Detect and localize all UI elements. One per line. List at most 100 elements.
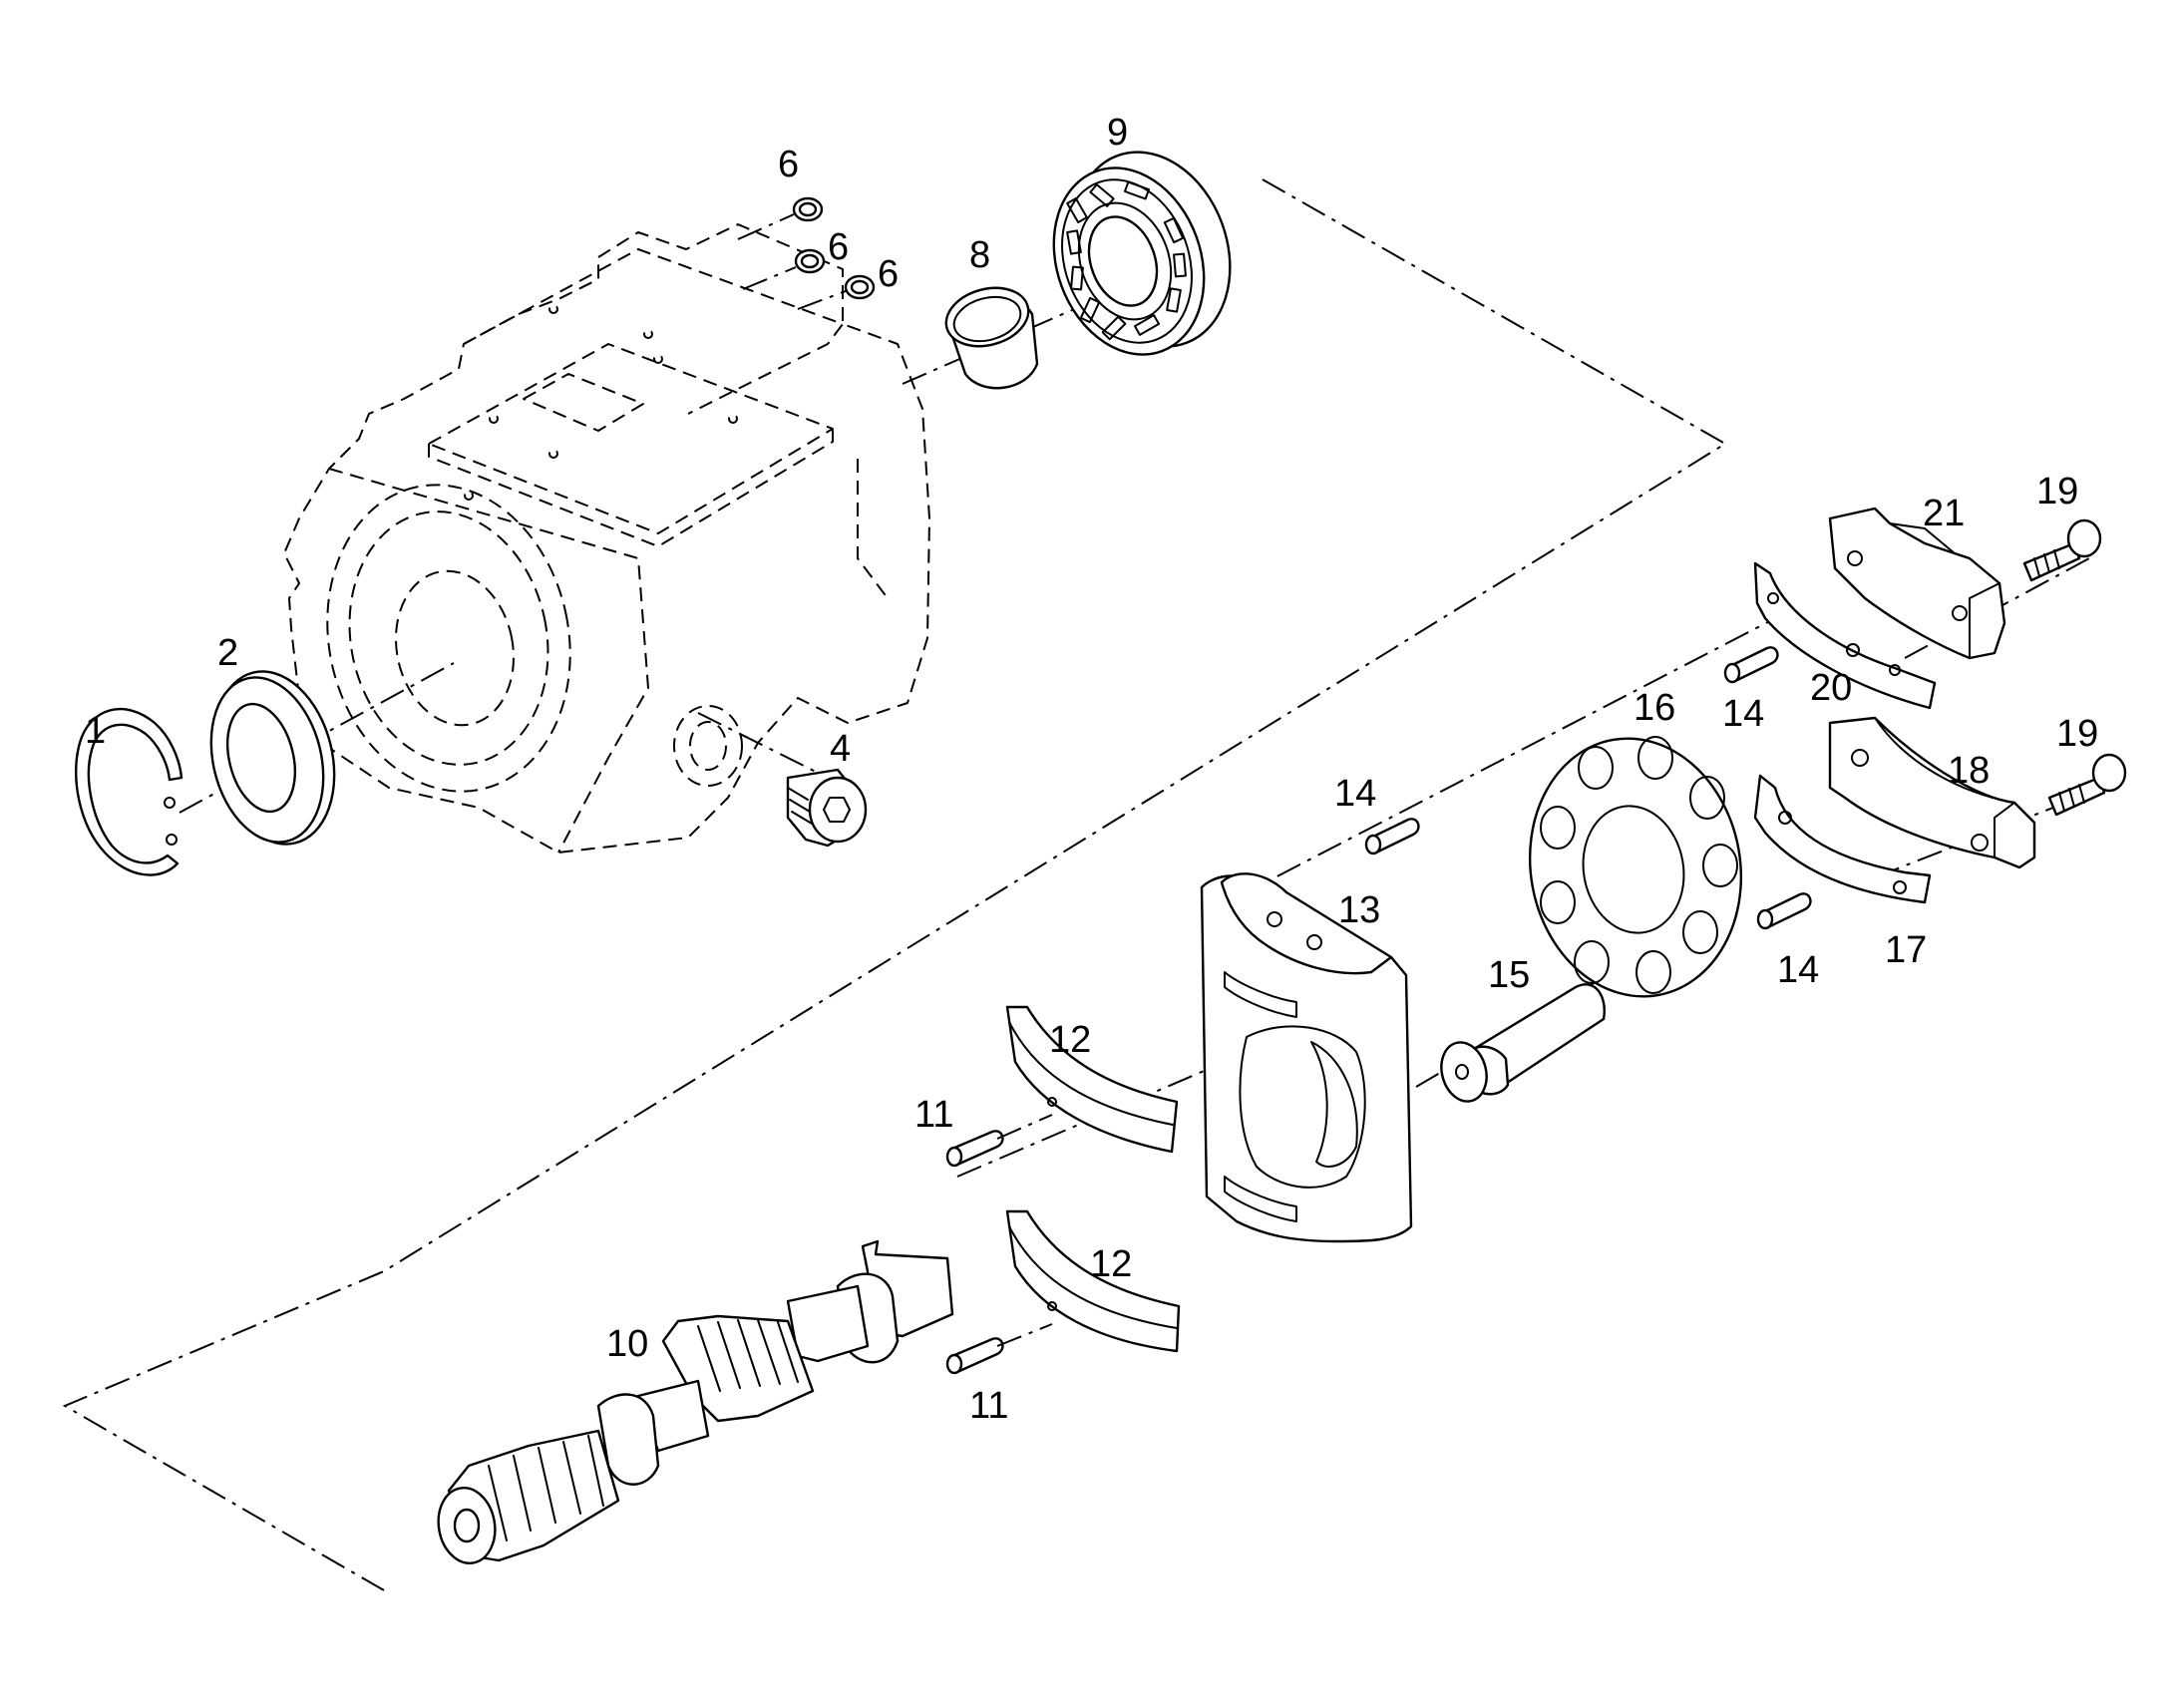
housing-valve-port: [523, 373, 644, 432]
housing-bolt-hole-3: [653, 354, 663, 364]
roller-10: [1089, 183, 1115, 207]
cradle-upper-top-step: [1889, 522, 1971, 559]
retainer-bore-5: [1682, 910, 1718, 954]
housing-port-boss: [673, 705, 743, 787]
bearing-bore: [1087, 215, 1159, 307]
housing-bolt-hole-5: [489, 414, 499, 424]
part-19-bolts: [2022, 518, 2127, 817]
housing-flange-outer: [326, 484, 571, 793]
part-2-shaft-seal: [209, 670, 336, 846]
callout-6-middle: 6: [828, 226, 849, 268]
housing-outline: [283, 223, 930, 854]
cradle-lower-body: [1828, 716, 2036, 869]
part-14-dowel-pins: [1364, 646, 1812, 930]
housing-bolt-hole-2: [643, 329, 653, 339]
shim-upper-hole-2: [1846, 643, 1860, 657]
bearing-shell-upper-hole: [1047, 1097, 1057, 1107]
callout-19-upper: 19: [2036, 471, 2078, 512]
callout-9: 9: [1107, 112, 1128, 154]
part-15-piston: [1440, 983, 1606, 1103]
roller-6: [1133, 314, 1161, 336]
bolt-lower-head: [2091, 753, 2127, 793]
shim-lower-hole-1: [1778, 811, 1792, 825]
plug-hex-socket: [823, 797, 851, 823]
callout-13: 13: [1338, 889, 1380, 931]
swash-plate-top-face: [1220, 872, 1393, 975]
plug-thread: [787, 787, 813, 825]
part-16-retainer-plate: [1528, 736, 1743, 998]
swash-plate-window: [1239, 1025, 1366, 1189]
circlip-ring: [74, 707, 183, 876]
dowel-pin-14-center: [1369, 818, 1420, 854]
cradle-upper-hole-2: [1952, 605, 1968, 621]
dowel-pin-14-upper-end: [1723, 662, 1741, 684]
part-9-roller-bearing: [1052, 151, 1232, 356]
retainer-plate-bores: [1540, 736, 1738, 994]
dowel-pin-11-upper-end: [945, 1146, 963, 1168]
callout-4: 4: [830, 728, 851, 770]
shim-upper-hole-1: [1767, 592, 1779, 604]
pump-housing: [283, 223, 930, 854]
o-ring-1-axis: [737, 213, 795, 240]
retainer-plate-center-hole: [1582, 805, 1685, 934]
bearing-outer-ring-inner: [1061, 178, 1193, 344]
roller-7: [1166, 287, 1182, 313]
bolt-upper-thread: [2033, 549, 2060, 577]
cradle-lower-top-edge: [1874, 717, 2015, 804]
part-18-cradle: [1828, 716, 2036, 869]
callout-11-upper: 11: [914, 1094, 953, 1136]
bearing-shell-lower-hole: [1047, 1301, 1057, 1311]
housing-bolt-hole-7: [464, 491, 474, 501]
roller-8: [1173, 252, 1187, 278]
part-17-shim: [1753, 774, 1932, 904]
shim-lower-plate: [1753, 774, 1932, 904]
housing-top-plate-edge: [428, 429, 834, 547]
swash-plate-lower-slot: [1224, 1176, 1297, 1222]
callout-labels: 1 2 4 6 6 6 8 9 10 11 11 12 12 13 14 14 …: [85, 112, 2098, 1427]
bolt-lower-thread: [2058, 784, 2085, 812]
part-13-swash-plate: [1200, 872, 1413, 1243]
shim-lower-hole-2: [1893, 880, 1907, 894]
retainer-bore-1: [1578, 746, 1614, 790]
cradle-lower-front-face: [1994, 802, 2015, 858]
callout-14-center: 14: [1334, 773, 1376, 815]
roller-11: [1123, 180, 1151, 200]
retainer-bore-3: [1689, 776, 1725, 820]
callout-19-lower: 19: [2056, 713, 2098, 755]
retainer-bore-8: [1540, 880, 1576, 924]
callout-21: 21: [1923, 493, 1965, 534]
roller-2: [1066, 229, 1082, 255]
callout-11-lower: 11: [969, 1385, 1008, 1427]
part-8-bearing-race: [944, 286, 1039, 390]
o-ring-2-inner: [800, 253, 820, 269]
retainer-bore-4: [1702, 844, 1738, 887]
dowel-pin-14-upper: [1728, 646, 1779, 683]
retainer-bore-6: [1635, 950, 1671, 994]
part-12-bearing-shells: [1005, 1005, 1181, 1353]
housing-port-hole: [689, 721, 727, 771]
cradle-lower-hole-2: [1971, 834, 1989, 852]
callout-16: 16: [1634, 687, 1675, 729]
dowel-pin-14-lower: [1761, 892, 1812, 929]
assembly-axes: [62, 178, 2105, 1591]
piston-shoe: [1440, 1041, 1488, 1103]
housing-bolt-hole-4: [728, 414, 738, 424]
circlip-hole-1: [166, 834, 178, 846]
shaft-center-hole: [453, 1508, 481, 1543]
part-4-plug: [786, 768, 868, 848]
retainer-bore-9: [1540, 806, 1576, 850]
part-21-cradle: [1828, 507, 2006, 660]
shaft-front-spline-teeth: [488, 1435, 604, 1541]
swash-plate-bore: [1310, 1041, 1358, 1168]
dowel-pin-11-lower-axis: [996, 1323, 1053, 1347]
shaft-middle-journal: [786, 1284, 870, 1363]
callout-15: 15: [1488, 954, 1530, 996]
part-11-dowel-pins: [945, 1114, 1053, 1375]
roller-5: [1101, 315, 1127, 341]
callout-12-lower: 12: [1090, 1243, 1132, 1285]
o-ring-2-axis: [742, 266, 797, 290]
plug-face: [808, 776, 868, 844]
callout-6-right: 6: [878, 253, 899, 295]
callout-6-top: 6: [778, 144, 799, 185]
